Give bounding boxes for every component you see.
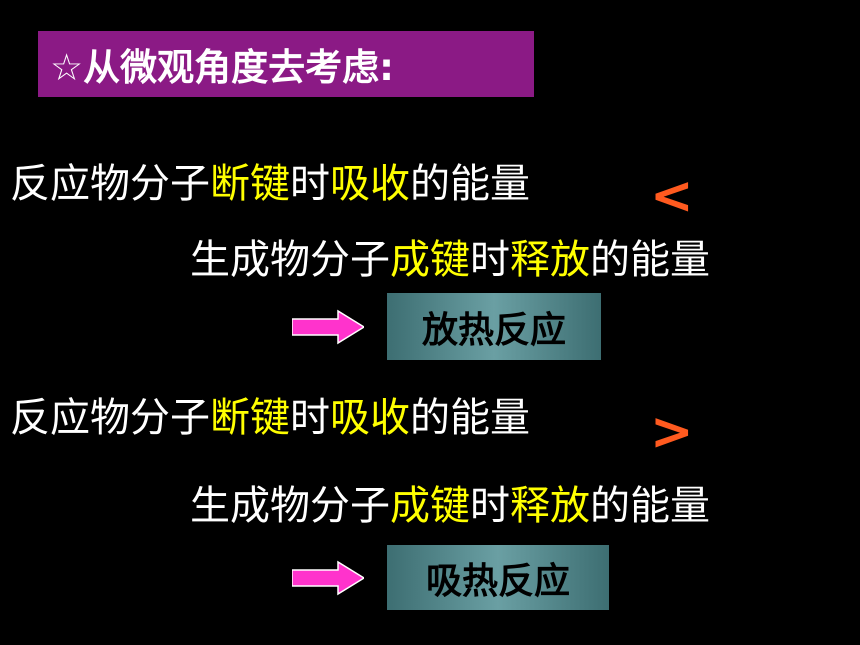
block1-arrow-right-icon <box>292 309 364 345</box>
block1-line2-seg3: 释放 <box>510 237 590 283</box>
block1-line2-seg2: 时 <box>470 237 510 283</box>
block2-line2-seg1: 成键 <box>390 483 470 529</box>
block2-reactant-line: 反应物分子断键时吸收的能量 <box>10 398 530 438</box>
block1-result-label: 放热反应 <box>421 309 566 351</box>
block1-line1-seg4: 的能量 <box>410 161 530 207</box>
block2-product-line: 生成物分子成键时释放的能量 <box>190 486 710 526</box>
block1-line1-seg3: 吸收 <box>330 161 410 207</box>
block2-arrow-right-icon <box>292 560 364 596</box>
block2-line2-seg0: 生成物分子 <box>190 483 390 529</box>
block1-line2-seg1: 成键 <box>390 237 470 283</box>
block1-line2-seg0: 生成物分子 <box>190 237 390 283</box>
block2-line1-seg0: 反应物分子 <box>10 395 210 441</box>
block2-line2-seg3: 释放 <box>510 483 590 529</box>
block1-result-box: 放热反应 <box>387 293 601 360</box>
block2-line1-seg3: 吸收 <box>330 395 410 441</box>
block1-product-line: 生成物分子成键时释放的能量 <box>190 240 710 280</box>
block2-result-box: 吸热反应 <box>387 545 609 610</box>
block1-line2-seg4: 的能量 <box>590 237 710 283</box>
block2-line1-seg2: 时 <box>290 395 330 441</box>
block1-reactant-line: 反应物分子断键时吸收的能量 <box>10 164 530 204</box>
block2-line1-seg4: 的能量 <box>410 395 530 441</box>
block1-line1-seg0: 反应物分子 <box>10 161 210 207</box>
block2-line2-seg4: 的能量 <box>590 483 710 529</box>
block1-line1-seg1: 断键 <box>210 161 290 207</box>
block1-line1-seg2: 时 <box>290 161 330 207</box>
block2-line1-seg1: 断键 <box>210 395 290 441</box>
block2-greater-than-sign: > <box>650 402 694 462</box>
slide-title: ☆从微观角度去考虑: <box>50 46 394 89</box>
block1-less-than-sign: < <box>650 166 694 226</box>
block2-line2-seg2: 时 <box>470 483 510 529</box>
block2-result-label: 吸热反应 <box>425 560 570 602</box>
title-banner: ☆从微观角度去考虑: <box>38 31 534 97</box>
